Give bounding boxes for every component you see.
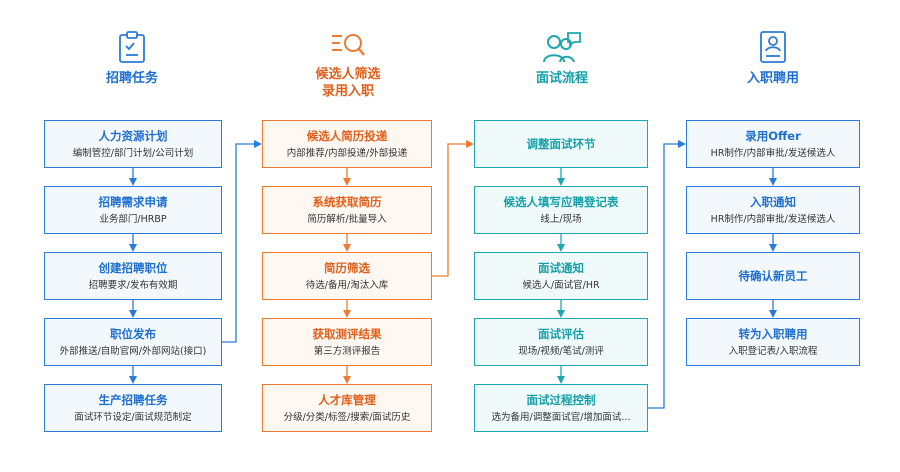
box-subtitle: 面试环节设定/面试规范制定: [74, 412, 192, 423]
box-onboard-notice[interactable]: 入职通知 HR制作/内部审批/发送候选人: [686, 186, 860, 234]
box-interview-control[interactable]: 面试过程控制 选为备用/调整面试官/增加面试...: [474, 384, 648, 432]
box-title: 简历筛选: [324, 261, 370, 275]
box-talent-pool[interactable]: 人才库管理 分级/分类/标签/搜索/面试历史: [262, 384, 432, 432]
box-application-form[interactable]: 候选人填写应聘登记表 线上/现场: [474, 186, 648, 234]
column-title-line2: 录用入职: [321, 84, 374, 99]
box-title: 获取测评结果: [312, 327, 382, 341]
box-assessment-result[interactable]: 获取测评结果 第三方测评报告: [262, 318, 432, 366]
box-subtitle: HR制作/内部审批/发送候选人: [710, 214, 836, 225]
box-subtitle: 候选人/面试官/HR: [522, 280, 600, 291]
box-subtitle: 业务部门/HRBP: [99, 214, 167, 225]
box-subtitle: 入职登记表/入职流程: [728, 346, 818, 357]
id-card-icon: [760, 31, 786, 63]
box-system-get-resume[interactable]: 系统获取简历 简历解析/批量导入: [262, 186, 432, 234]
box-title: 面试过程控制: [526, 393, 596, 407]
connector-col1-to-col2: [222, 140, 262, 343]
box-title: 创建招聘职位: [98, 261, 168, 275]
column-header-recruitment-task: 招聘任务: [62, 30, 202, 87]
box-title: 待确认新员工: [738, 269, 808, 283]
box-title: 职位发布: [110, 327, 156, 341]
box-subtitle: 外部推送/自助官网/外部网站(接口): [59, 346, 207, 357]
connector-col2-to-col3: [432, 140, 474, 277]
box-title: 候选人填写应聘登记表: [503, 195, 619, 209]
box-subtitle: 招聘要求/发布有效期: [88, 280, 178, 291]
box-subtitle: 分级/分类/标签/搜索/面试历史: [283, 412, 411, 423]
box-title: 转为入职聘用: [738, 327, 808, 341]
box-title: 面试通知: [538, 261, 584, 275]
box-adjust-interview[interactable]: 调整面试环节: [474, 120, 648, 168]
box-pending-employee[interactable]: 待确认新员工: [686, 252, 860, 300]
search-list-icon: [332, 34, 365, 56]
box-title: 生产招聘任务: [98, 393, 168, 407]
box-subtitle: 现场/视频/笔试/测评: [518, 346, 604, 357]
box-interview-notice[interactable]: 面试通知 候选人/面试官/HR: [474, 252, 648, 300]
box-subtitle: 内部推荐/内部投递/外部投递: [286, 148, 408, 159]
column-header-interview-process: 面试流程: [492, 30, 632, 87]
box-subtitle: 编制管控/部门计划/公司计划: [72, 148, 194, 159]
box-title: 人才库管理: [318, 393, 376, 407]
connector-col3-to-col4: [648, 140, 686, 409]
box-title: 录用Offer: [745, 129, 801, 143]
box-recruitment-task[interactable]: 生产招聘任务 面试环节设定/面试规范制定: [44, 384, 222, 432]
column-title: 入职聘用: [746, 71, 799, 86]
box-title: 调整面试环节: [526, 137, 596, 151]
box-title: 人力资源计划: [98, 129, 168, 143]
box-title: 系统获取简历: [312, 195, 382, 209]
box-subtitle: HR制作/内部审批/发送候选人: [710, 148, 836, 159]
box-recruitment-request[interactable]: 招聘需求申请 业务部门/HRBP: [44, 186, 222, 234]
box-subtitle: 线上/现场: [540, 214, 582, 225]
box-title: 面试评估: [538, 327, 584, 341]
box-resume-submission[interactable]: 候选人简历投递 内部推荐/内部投递/外部投递: [262, 120, 432, 168]
column-title: 招聘任务: [105, 71, 158, 86]
box-interview-evaluation[interactable]: 面试评估 现场/视频/笔试/测评: [474, 318, 648, 366]
box-title: 候选人简历投递: [306, 129, 388, 143]
box-title: 入职通知: [750, 195, 796, 209]
column-header-candidate-screening: 候选人筛选 录用入职: [278, 30, 418, 100]
box-subtitle: 待选/备用/淘汰入库: [305, 280, 389, 291]
column-header-onboarding: 入职聘用: [703, 30, 843, 87]
box-convert-employment[interactable]: 转为入职聘用 入职登记表/入职流程: [686, 318, 860, 366]
box-subtitle: 第三方测评报告: [313, 346, 381, 357]
clipboard-check-icon: [119, 31, 145, 63]
column-title: 候选人筛选: [315, 67, 381, 82]
box-subtitle: 简历解析/批量导入: [307, 214, 387, 225]
box-offer[interactable]: 录用Offer HR制作/内部审批/发送候选人: [686, 120, 860, 168]
interview-people-icon: [543, 32, 581, 63]
box-subtitle: 选为备用/调整面试官/增加面试...: [491, 412, 631, 423]
box-position-publish[interactable]: 职位发布 外部推送/自助官网/外部网站(接口): [44, 318, 222, 366]
box-title: 招聘需求申请: [98, 195, 168, 209]
box-hr-plan[interactable]: 人力资源计划 编制管控/部门计划/公司计划: [44, 120, 222, 168]
box-resume-screening[interactable]: 简历筛选 待选/备用/淘汰入库: [262, 252, 432, 300]
box-create-position[interactable]: 创建招聘职位 招聘要求/发布有效期: [44, 252, 222, 300]
column-title: 面试流程: [535, 71, 588, 86]
